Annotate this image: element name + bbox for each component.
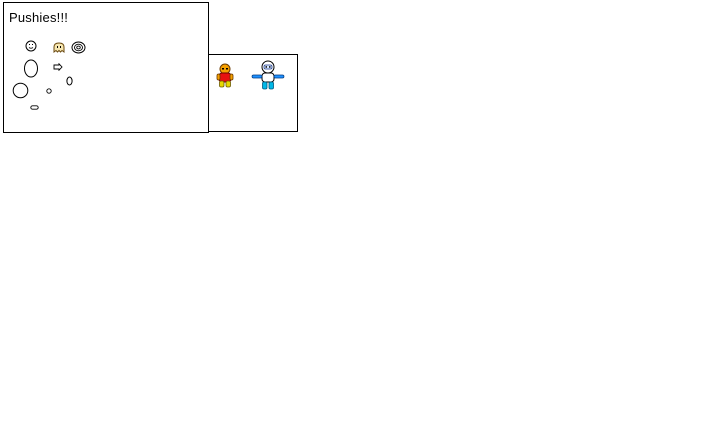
large-egg-icon[interactable] <box>23 59 39 78</box>
spiral-shell-icon[interactable] <box>71 41 86 54</box>
white-robot-plush-icon[interactable] <box>250 60 286 92</box>
round-bubble-icon[interactable] <box>12 82 29 99</box>
flat-pill-icon[interactable] <box>30 105 39 110</box>
orange-bear-plush-icon[interactable] <box>216 63 234 89</box>
side-panel <box>208 54 298 132</box>
small-oval-icon[interactable] <box>66 76 73 86</box>
panel-title: Pushies!!! <box>9 10 69 25</box>
tiny-dot-icon[interactable] <box>46 88 52 94</box>
arrow-bubble-icon[interactable] <box>53 63 63 71</box>
smiley-face-icon[interactable] <box>25 40 37 52</box>
main-panel: Pushies!!! <box>3 2 209 133</box>
ghost-icon[interactable] <box>53 42 65 53</box>
